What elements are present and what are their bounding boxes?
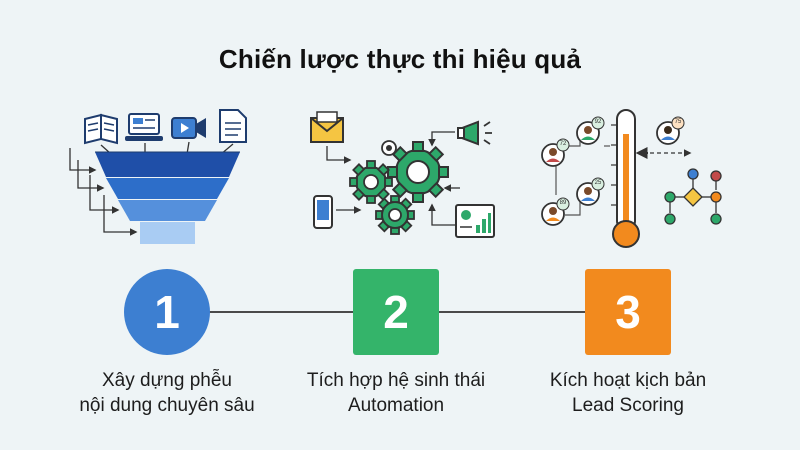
step-1-badge bbox=[124, 269, 210, 355]
funnel-icon bbox=[95, 151, 240, 244]
step-3-caption-line1: Kích hoạt kịch bản bbox=[549, 370, 707, 391]
step-1-caption: Xây dựng phễu nội dung chuyên sâu bbox=[42, 368, 292, 418]
step-2-caption-line1: Tích hợp hệ sinh thái bbox=[306, 370, 486, 391]
lead-scoring-illustration: 92 72 25 89 75 bbox=[541, 109, 722, 248]
page-title: Chiến lược thực thi hiệu quả bbox=[218, 44, 582, 74]
smartphone-icon bbox=[313, 195, 333, 229]
step-2-caption-line2: Automation bbox=[347, 395, 445, 416]
megaphone-icon bbox=[457, 120, 492, 146]
document-icon bbox=[219, 109, 247, 143]
step-2-number: 2 bbox=[383, 286, 409, 338]
step-1-caption-line1: Xây dựng phễu bbox=[102, 370, 232, 391]
funnel-illustration bbox=[69, 109, 247, 244]
step-3-number: 3 bbox=[615, 286, 641, 338]
step-1-caption-line2: nội dung chuyên sâu bbox=[79, 395, 255, 416]
step-2-caption: Tích hợp hệ sinh thái Automation bbox=[271, 368, 521, 418]
lead-avatar-icon bbox=[541, 116, 685, 226]
automation-illustration bbox=[310, 111, 495, 238]
book-icon bbox=[84, 113, 118, 145]
step-2-badge bbox=[353, 269, 439, 355]
laptop-icon bbox=[125, 113, 163, 141]
step-3-caption-line2: Lead Scoring bbox=[572, 395, 684, 416]
step-3-caption: Kích hoạt kịch bản Lead Scoring bbox=[503, 368, 753, 418]
envelope-icon bbox=[310, 111, 344, 143]
video-camera-icon bbox=[171, 117, 206, 139]
lead-score-5: 75 bbox=[675, 119, 682, 125]
lead-score-1: 92 bbox=[595, 119, 602, 125]
thermometer-icon bbox=[611, 109, 692, 248]
lead-score-2: 72 bbox=[560, 141, 567, 147]
gear-icon bbox=[349, 140, 449, 235]
step-3-badge bbox=[585, 269, 671, 355]
analytics-dashboard-icon bbox=[455, 204, 495, 238]
lead-score-4: 89 bbox=[560, 200, 567, 206]
lead-score-3: 25 bbox=[595, 180, 602, 186]
step-1-number: 1 bbox=[154, 286, 180, 338]
